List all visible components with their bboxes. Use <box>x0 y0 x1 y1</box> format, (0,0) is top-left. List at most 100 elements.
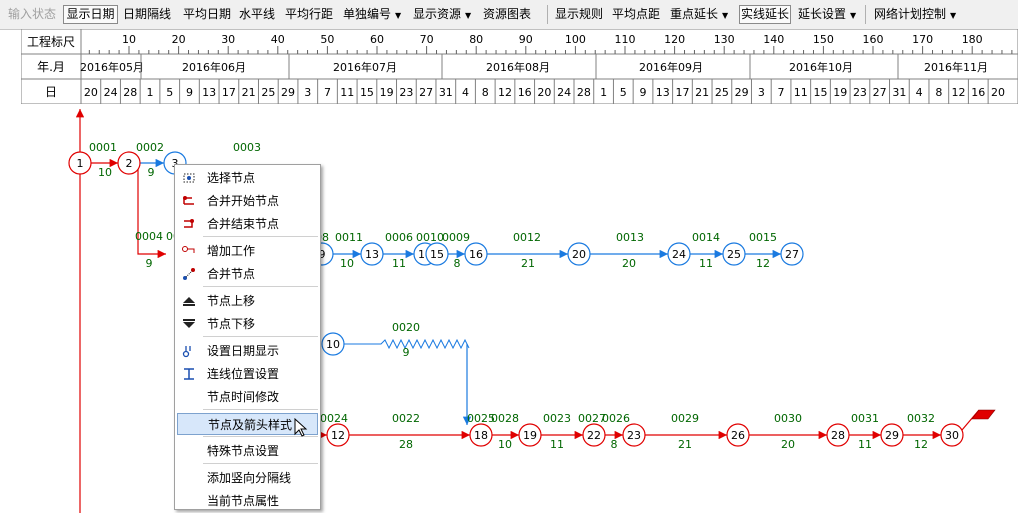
node-28[interactable]: 28 <box>826 423 850 447</box>
merge-node-icon <box>183 268 195 280</box>
context-menu-item-11[interactable]: 特殊节点设置 <box>177 440 318 462</box>
activity-duration: 9 <box>146 257 153 270</box>
mouse-cursor-icon <box>294 418 308 437</box>
context-menu-item-label: 增加工作 <box>207 244 256 258</box>
toolbar-button-label: 平均行距 <box>285 7 334 21</box>
context-menu-item-label: 连线位置设置 <box>207 367 280 381</box>
node-13[interactable]: 13 <box>360 242 384 266</box>
scale-tick-label: 20 <box>172 33 186 46</box>
context-menu-item-1[interactable]: 合并开始节点 <box>177 190 318 212</box>
chevron-down-icon: ▼ <box>950 11 957 20</box>
activity-duration: 10 <box>98 166 112 179</box>
context-menu-item-9[interactable]: 节点时间修改 <box>177 386 318 408</box>
context-menu-item-6[interactable]: 节点下移 <box>177 313 318 335</box>
day-label: 20 <box>537 86 551 99</box>
move-down-icon <box>183 319 195 328</box>
node-15[interactable]: 15 <box>425 242 449 266</box>
node-number: 1 <box>77 157 84 170</box>
ruler-row-label: 日 <box>45 85 57 99</box>
node-30[interactable]: 30 <box>940 423 964 447</box>
context-menu-item-label: 节点时间修改 <box>207 390 280 404</box>
toolbar-button-5[interactable]: 平均行距 <box>285 5 333 24</box>
node-27[interactable]: 27 <box>780 242 804 266</box>
node-19[interactable]: 19 <box>518 423 542 447</box>
context-menu-item-8[interactable]: 连线位置设置 <box>177 363 318 385</box>
node-22[interactable]: 22 <box>582 423 606 447</box>
toolbar-button-label: 平均日期 <box>183 7 232 21</box>
activity-duration: 12 <box>756 257 770 270</box>
activity-duration: 11 <box>858 438 872 451</box>
context-menu-item-3[interactable]: 增加工作 <box>177 240 318 262</box>
context-menu-item-label: 设置日期显示 <box>207 344 280 358</box>
toolbar-button-4[interactable]: 水平线 <box>239 5 275 24</box>
day-label: 13 <box>202 86 216 99</box>
node-10[interactable]: 10 <box>321 332 345 356</box>
toolbar-button-2[interactable]: 日期隔线 <box>123 5 171 24</box>
toolbar-button-label: 单独编号 <box>343 7 392 21</box>
node-24[interactable]: 24 <box>667 242 691 266</box>
toolbar-button-3[interactable]: 平均日期 <box>183 5 231 24</box>
move-up-icon <box>183 297 195 306</box>
node-23[interactable]: 23 <box>622 423 646 447</box>
toolbar-button-1[interactable]: 显示日期 <box>63 5 118 24</box>
node-16[interactable]: 16 <box>464 242 488 266</box>
node-29[interactable]: 29 <box>880 423 904 447</box>
scale-tick-label: 100 <box>565 33 586 46</box>
context-menu-item-5[interactable]: 节点上移 <box>177 290 318 312</box>
context-menu-item-2[interactable]: 合并结束节点 <box>177 213 318 235</box>
network-diagram[interactable]: 1239101213141516181920222324252627282930… <box>21 29 1018 513</box>
context-menu-item-4[interactable]: 合并节点 <box>177 263 318 285</box>
menu-separator <box>203 286 318 287</box>
day-label: 8 <box>935 86 942 99</box>
activity-code: 0027 <box>578 412 606 425</box>
activity-duration: 8 <box>611 438 618 451</box>
node-12[interactable]: 12 <box>326 423 350 447</box>
toolbar-button-12[interactable]: 实线延长 <box>739 5 791 24</box>
node-26[interactable]: 26 <box>726 423 750 447</box>
activity-code: 0026 <box>602 412 630 425</box>
context-menu-item-0[interactable]: 选择节点 <box>177 167 318 189</box>
context-menu-item-13[interactable]: 当前节点属性 <box>177 490 318 512</box>
scale-tick-label: 60 <box>370 33 384 46</box>
toolbar-button-11[interactable]: 重点延长▼ <box>670 5 728 24</box>
month-label: 2016年07月 <box>333 60 397 74</box>
context-menu-item-label: 选择节点 <box>207 171 256 185</box>
toolbar-button-label: 显示日期 <box>66 7 115 21</box>
toolbar-button-7[interactable]: 显示资源▼ <box>413 5 471 24</box>
toolbar-button-9[interactable]: 显示规则 <box>555 5 603 24</box>
scale-tick-label: 140 <box>763 33 784 46</box>
node-2[interactable]: 2 <box>117 151 141 175</box>
day-label: 12 <box>498 86 512 99</box>
toolbar-button-10[interactable]: 平均点距 <box>612 5 660 24</box>
day-label: 5 <box>166 86 173 99</box>
node-1[interactable]: 1 <box>68 151 92 175</box>
context-menu-item-10[interactable]: 节点及箭头样式 <box>177 413 318 435</box>
context-menu-item-12[interactable]: 添加竖向分隔线 <box>177 467 318 489</box>
node-25[interactable]: 25 <box>722 242 746 266</box>
ruler-row-label: 年.月 <box>37 60 65 74</box>
node-number: 2 <box>126 157 133 170</box>
activity-code: 0028 <box>491 412 519 425</box>
toolbar-button-0: 输入状态 <box>8 5 56 24</box>
context-menu-item-7[interactable]: 设置日期显示 <box>177 340 318 362</box>
scale-tick-label: 30 <box>221 33 235 46</box>
node-number: 9 <box>319 248 326 261</box>
day-label: 19 <box>833 86 847 99</box>
merge-start-icon <box>183 196 194 205</box>
menu-separator <box>203 336 318 337</box>
chevron-down-icon: ▼ <box>395 11 402 20</box>
scale-tick-label: 70 <box>420 33 434 46</box>
toolbar-button-13[interactable]: 延长设置▼ <box>798 5 856 24</box>
activity-duration: 20 <box>781 438 795 451</box>
scale-tick-label: 150 <box>813 33 834 46</box>
day-label: 11 <box>794 86 808 99</box>
toolbar: 输入状态显示日期日期隔线平均日期水平线平均行距单独编号▼显示资源▼资源图表显示规… <box>0 0 1018 30</box>
node-number: 3 <box>172 157 179 170</box>
node-20[interactable]: 20 <box>567 242 591 266</box>
toolbar-button-6[interactable]: 单独编号▼ <box>343 5 401 24</box>
toolbar-button-8[interactable]: 资源图表 <box>483 5 531 24</box>
toolbar-button-14[interactable]: 网络计划控制▼ <box>874 5 956 24</box>
node-18[interactable]: 18 <box>469 423 493 447</box>
context-menu-item-label: 节点及箭头样式 <box>208 418 293 432</box>
